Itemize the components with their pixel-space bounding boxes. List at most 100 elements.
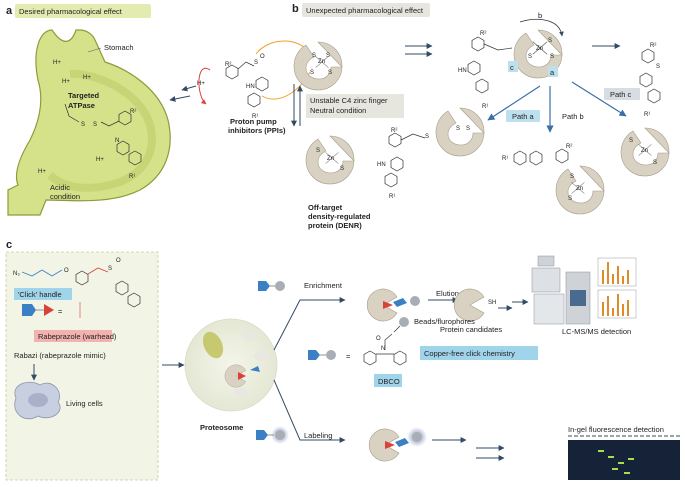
- zinc-finger-protein-native: Zn S S S S: [293, 41, 343, 91]
- denr-bound-drug-structure: R² S HN R¹: [377, 128, 429, 200]
- equals-sign: =: [58, 307, 63, 316]
- copper-free-label: Copper-free click chemistry: [424, 349, 515, 358]
- svg-text:O: O: [116, 258, 121, 264]
- svg-text:S: S: [528, 54, 532, 60]
- mechanism-label-a: a: [550, 68, 555, 77]
- panel-b-title: Unexpected pharmacological effect: [306, 6, 424, 15]
- acidic-label-1: Acidic: [50, 183, 70, 192]
- svg-text:R²: R²: [130, 109, 136, 115]
- path-c-protein: Zn S S: [620, 127, 670, 177]
- mechanism-badge-c: [508, 61, 518, 72]
- svg-text:R²: R²: [480, 31, 486, 37]
- svg-text:R¹: R¹: [644, 112, 650, 118]
- svg-text:S: S: [550, 54, 554, 60]
- protein-candidates-label: Protein candidates: [440, 325, 502, 334]
- stomach-illustration: [7, 29, 171, 216]
- svg-text:S: S: [653, 160, 657, 166]
- targeted-label: Targeted: [68, 91, 100, 100]
- path-c-badge: [604, 88, 640, 100]
- dbco-label: DBCO: [378, 377, 400, 386]
- path-a-label: Path a: [512, 112, 535, 121]
- h-plus-4: H+: [96, 157, 104, 163]
- proteosome-label: Proteosome: [200, 423, 243, 432]
- path-c-label: Path c: [610, 90, 632, 99]
- mechanism-label-c: c: [510, 63, 514, 72]
- svg-text:HN: HN: [377, 162, 386, 168]
- svg-text:S: S: [548, 38, 552, 44]
- path-b-protein: Zn S S: [555, 165, 605, 215]
- elution-label: Elution: [436, 289, 459, 298]
- svg-text:R¹: R¹: [129, 174, 135, 180]
- svg-text:S: S: [93, 122, 97, 128]
- unstable-label-2: Neutral condition: [310, 106, 366, 115]
- lcms-label: LC-MS/MS detection: [562, 327, 631, 336]
- warhead-triangle-icon: [44, 304, 54, 316]
- svg-text:R¹: R¹: [502, 156, 508, 162]
- mechanism-label-b: b: [538, 11, 542, 20]
- unstable-condition-badge: [306, 94, 404, 118]
- atpase-bound-drug-structure: R² S S N R¹: [64, 103, 142, 180]
- svg-text:S: S: [425, 134, 429, 140]
- svg-text:O: O: [260, 54, 265, 60]
- path-b-product-structure: R¹ R²: [502, 144, 572, 166]
- enrichment-click-icon: [258, 281, 270, 291]
- dbco-structure: O N: [363, 333, 407, 366]
- svg-text:S: S: [254, 60, 258, 66]
- proteosome-cell: [184, 318, 278, 412]
- protein-blob-1: [242, 331, 258, 341]
- acidic-label-2: condition: [50, 192, 80, 201]
- copper-free-badge: [420, 346, 538, 360]
- svg-text:S: S: [568, 196, 572, 202]
- svg-text:S: S: [629, 138, 633, 144]
- mechanism-badge-a: [548, 66, 558, 77]
- path-b-label: Path b: [562, 112, 584, 121]
- ppi-label-1: Proton pump: [230, 117, 277, 126]
- stomach-label: Stomach: [104, 43, 134, 52]
- svg-text:N: N: [115, 138, 119, 144]
- svg-text:S: S: [312, 53, 316, 59]
- beads-label: Beads/flurophores: [414, 317, 475, 326]
- svg-text:S: S: [656, 64, 660, 70]
- organelle-icon: [202, 331, 224, 359]
- panel-a-letter: a: [6, 5, 13, 17]
- labeling-label: Labeling: [304, 431, 332, 440]
- off-target-label-3: protein (DENR): [308, 221, 362, 230]
- svg-text:S: S: [108, 266, 112, 272]
- svg-text:R¹: R¹: [482, 104, 488, 110]
- enrichment-label: Enrichment: [304, 281, 343, 290]
- svg-text:O: O: [64, 268, 69, 274]
- svg-text:S: S: [81, 122, 85, 128]
- sh-label: SH: [488, 300, 496, 306]
- ms-spectrum-chart-1: [597, 257, 637, 287]
- rabazi-structure: N₃ O S O: [13, 258, 141, 308]
- denr-second-protein: S S: [435, 107, 485, 157]
- labeling-click-icon: [256, 430, 268, 440]
- bead-icon-2: [326, 350, 336, 360]
- click-handle-badge: [14, 288, 72, 300]
- path-c-product-structure: R² R¹ S: [639, 43, 661, 118]
- dbco-badge: [374, 374, 402, 387]
- ppi-structure: R² S O HN R¹: [225, 54, 269, 120]
- svg-text:Zn: Zn: [641, 148, 648, 154]
- ppi-label-2: inhibitors (PPIs): [228, 126, 286, 135]
- equals-sign-2: =: [346, 352, 351, 361]
- bead-fluorophore-icon: [399, 317, 409, 327]
- bound-drug-structure-top: R² HN R¹: [458, 31, 513, 110]
- svg-text:S: S: [340, 166, 344, 172]
- svg-text:R²: R²: [391, 128, 397, 134]
- off-target-label-2: density-regulated: [308, 212, 371, 221]
- fluorophore-icon: [275, 430, 285, 440]
- click-tag-icon: [22, 304, 36, 316]
- svg-text:HN: HN: [246, 84, 255, 90]
- cell-nucleus-icon: [28, 393, 48, 407]
- unstable-label-1: Unstable C4 zinc finger: [310, 96, 388, 105]
- living-cells-label: Living cells: [66, 399, 103, 408]
- off-target-label-1: Off-target: [308, 203, 343, 212]
- svg-text:Zn: Zn: [318, 59, 325, 65]
- svg-text:S: S: [466, 126, 470, 132]
- enrichment-bead-icon: [275, 281, 285, 291]
- svg-text:S: S: [456, 126, 460, 132]
- gel-bands: [598, 450, 634, 474]
- h-plus-2: H+: [62, 79, 70, 85]
